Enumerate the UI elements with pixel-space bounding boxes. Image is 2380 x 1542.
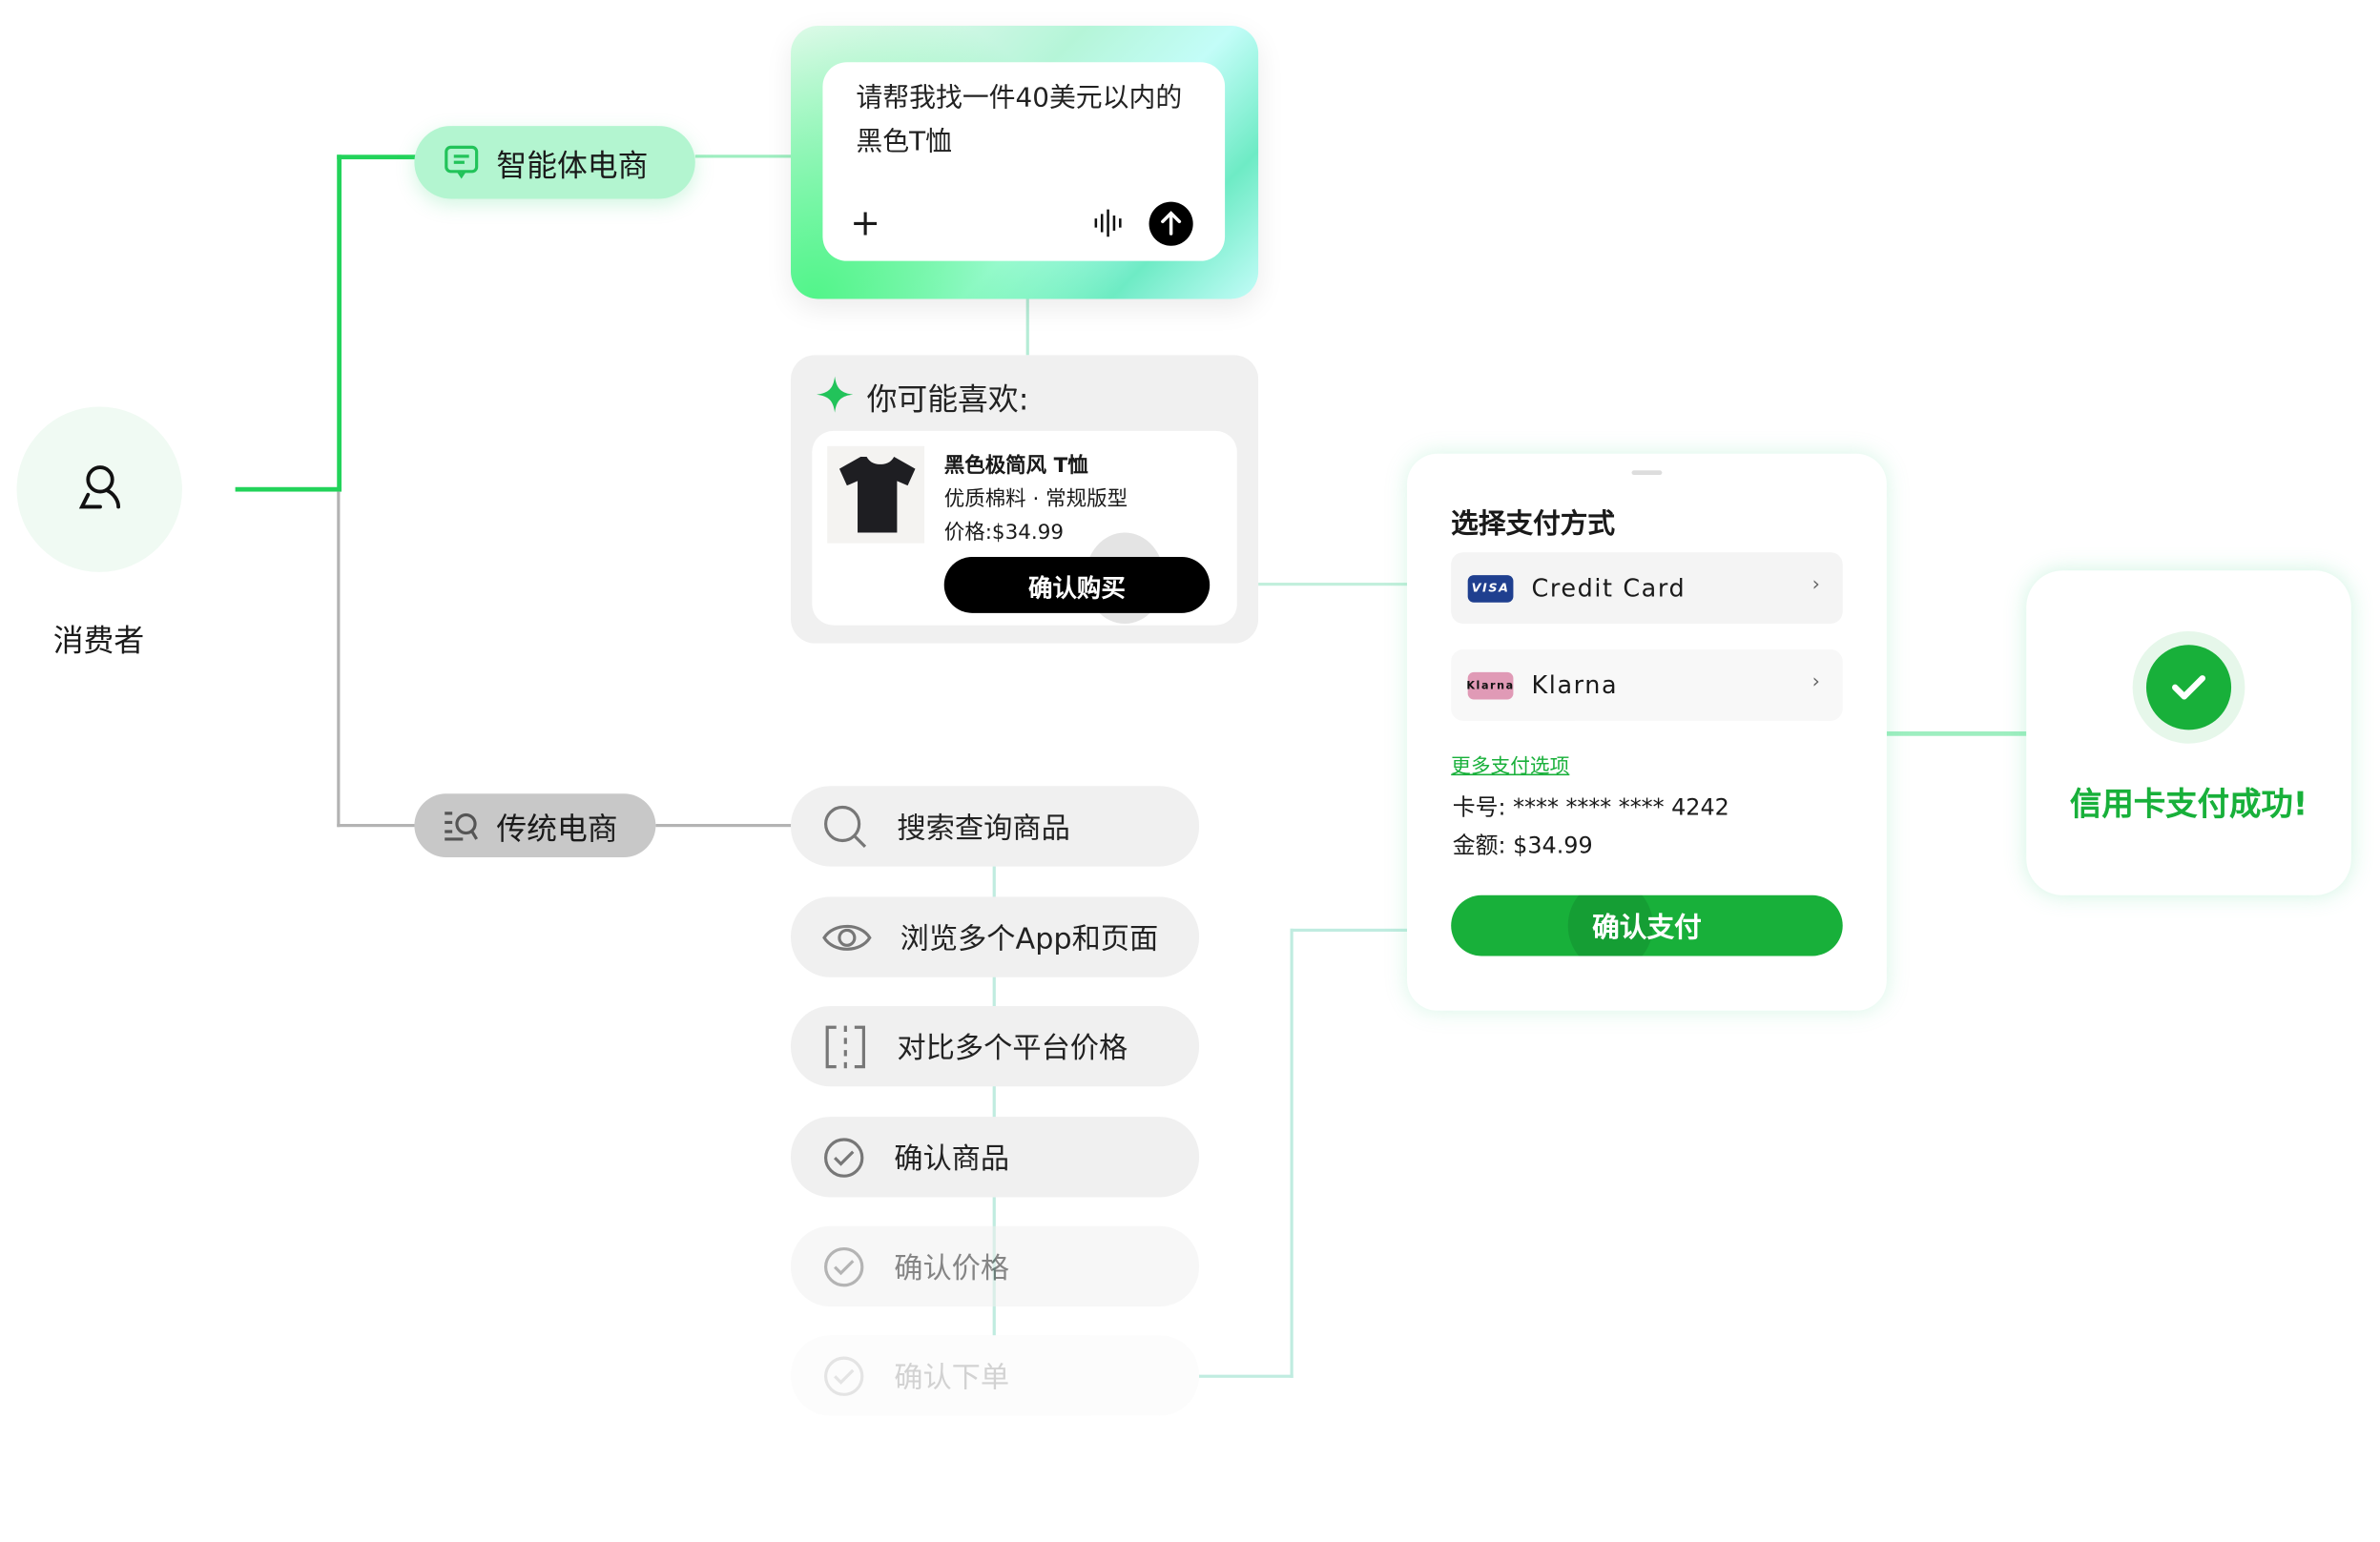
consumer-avatar: [16, 406, 182, 572]
visa-logo-icon: VISA: [1467, 574, 1514, 602]
user-icon: [78, 464, 120, 508]
ai-commerce-pill: 智能体电商: [414, 126, 695, 199]
confirm-purchase-button[interactable]: 确认购买: [943, 556, 1211, 613]
option-label: Credit Card: [1531, 573, 1687, 603]
step-label: 搜索查询商品: [897, 812, 1070, 846]
compare-icon: [825, 1024, 865, 1068]
connector: [1258, 583, 1408, 586]
list-search-icon: [445, 812, 479, 841]
check-circle-icon: [824, 1137, 864, 1177]
traditional-label: 传统电商: [496, 809, 618, 847]
step-label: 确认价格: [894, 1251, 1010, 1285]
payment-success-card: 信用卡支付成功!: [2026, 570, 2351, 895]
amount: 金额: $34.99: [1452, 831, 1593, 859]
ai-commerce-label: 智能体电商: [496, 146, 649, 183]
step-confirm-price: 确认价格: [791, 1225, 1200, 1307]
check-icon: [2145, 645, 2232, 730]
connector: [235, 486, 342, 492]
eye-icon: [822, 924, 872, 950]
tshirt-icon: [838, 456, 916, 533]
connector: [337, 824, 416, 828]
recommendation-card: 你可能喜欢: 黑色极简风 T恤 优质棉料 · 常规版型 价格:$34.99 确认…: [791, 355, 1259, 644]
connector: [694, 154, 793, 158]
product-price: 价格:$34.99: [943, 520, 1065, 545]
plus-icon[interactable]: +: [850, 201, 881, 245]
payment-sheet: 选择支付方式 VISA Credit Card › Klarna Klarna …: [1407, 453, 1887, 1011]
connector: [337, 491, 341, 828]
step-label: 对比多个平台价格: [897, 1032, 1128, 1066]
klarna-logo-icon: Klarna: [1466, 671, 1514, 699]
voice-wave-icon[interactable]: [1093, 208, 1127, 238]
prompt-text[interactable]: 请帮我找一件40美元以内的黑色T恤: [856, 83, 1183, 158]
arrow-up-icon: [1161, 211, 1182, 236]
step-search: 搜索查询商品: [791, 786, 1200, 867]
chevron-right-icon: ›: [1811, 670, 1822, 694]
connector: [655, 824, 793, 828]
consumer-label: 消费者: [52, 622, 145, 659]
step-label: 浏览多个App和页面: [900, 922, 1159, 956]
step-browse: 浏览多个App和页面: [791, 896, 1200, 977]
more-payment-options-link[interactable]: 更多支付选项: [1451, 755, 1570, 779]
connector: [337, 154, 416, 160]
payment-option-klarna[interactable]: Klarna Klarna ›: [1451, 649, 1843, 721]
connector: [1886, 730, 2027, 736]
chevron-right-icon: ›: [1811, 573, 1822, 597]
payment-option-credit-card[interactable]: VISA Credit Card ›: [1451, 552, 1843, 624]
connector: [1290, 928, 1293, 1378]
recommend-title: 你可能喜欢:: [866, 380, 1029, 418]
sparkle-icon: [817, 376, 854, 413]
connector: [1199, 1374, 1293, 1378]
search-icon: [824, 805, 867, 848]
step-label: 确认下单: [894, 1361, 1010, 1395]
step-label: 确认商品: [894, 1142, 1010, 1177]
product-image: [827, 445, 925, 544]
product-desc: 优质棉料 · 常规版型: [943, 486, 1128, 512]
product-name: 黑色极简风 T恤: [943, 453, 1088, 479]
step-compare: 对比多个平台价格: [791, 1005, 1200, 1087]
chat-icon: [445, 145, 479, 179]
chat-input-card: 请帮我找一件40美元以内的黑色T恤 +: [791, 26, 1259, 299]
traditional-commerce-pill: 传统电商: [414, 793, 656, 858]
connector: [992, 864, 996, 1336]
success-badge: [2132, 630, 2245, 744]
step-confirm-product: 确认商品: [791, 1117, 1200, 1198]
option-label: Klarna: [1531, 670, 1619, 700]
connector: [337, 154, 342, 492]
step-place-order: 确认下单: [791, 1335, 1200, 1416]
tap-indicator: [1567, 894, 1653, 956]
connector: [1025, 298, 1029, 356]
check-circle-icon: [824, 1355, 864, 1396]
send-button[interactable]: [1149, 201, 1193, 246]
success-message: 信用卡支付成功!: [2069, 786, 2308, 823]
check-circle-icon: [824, 1246, 864, 1286]
card-number: 卡号: **** **** **** 4242: [1452, 793, 1729, 821]
connector: [1290, 928, 1408, 932]
sheet-handle[interactable]: [1631, 470, 1663, 476]
chat-input[interactable]: 请帮我找一件40美元以内的黑色T恤 +: [822, 62, 1226, 261]
confirm-payment-label: 确认支付: [1592, 912, 1702, 944]
product-card[interactable]: 黑色极简风 T恤 优质棉料 · 常规版型 价格:$34.99 确认购买: [812, 430, 1237, 626]
payment-title: 选择支付方式: [1451, 508, 1616, 541]
confirm-payment-button[interactable]: 确认支付: [1451, 894, 1843, 956]
